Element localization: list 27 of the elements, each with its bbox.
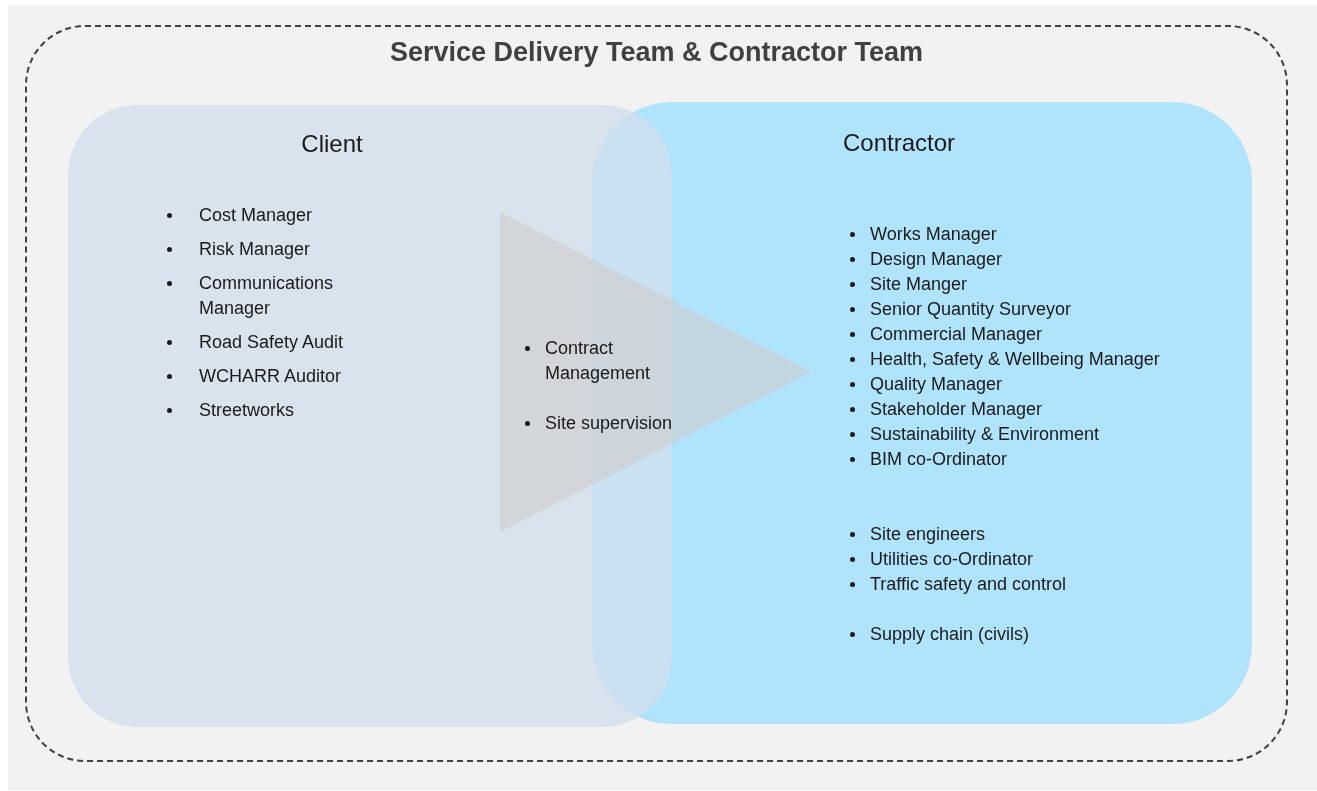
list-item: Road Safety Audit <box>199 331 344 354</box>
list-item: Utilities co-Ordinator <box>870 548 1034 571</box>
list-item: Cost Manager <box>199 204 313 227</box>
list-item: Quality Manager <box>870 373 1003 396</box>
list-item: Streetworks <box>199 399 295 422</box>
list-item: Contract Management <box>545 337 652 385</box>
list-item: Traffic safety and control <box>870 573 1067 596</box>
list-item: Site engineers <box>870 523 986 546</box>
list-item: WCHARR Auditor <box>199 365 342 388</box>
list-item: Site supervision <box>545 412 673 435</box>
list-item: Senior Quantity Surveyor <box>870 298 1072 321</box>
list-item: Site Manger <box>870 273 968 296</box>
list-item: Communications Manager <box>199 272 335 320</box>
list-item: Design Manager <box>870 248 1003 271</box>
list-item: BIM co-Ordinator <box>870 448 1008 471</box>
list-item: Sustainability & Environment <box>870 423 1100 446</box>
list-item: Health, Safety & Wellbeing Manager <box>870 348 1160 371</box>
group-heading: Contractor <box>843 129 955 157</box>
dashed-group-border <box>25 25 1288 762</box>
group-panel <box>68 105 672 727</box>
group-heading: Service Delivery Team & Contractor Team <box>388 37 925 68</box>
list-item: Commercial Manager <box>870 323 1043 346</box>
group-heading: Client <box>301 130 363 158</box>
list-item: Works Manager <box>870 223 997 246</box>
list-item: Risk Manager <box>199 238 311 261</box>
list-item: Supply chain (civils) <box>870 623 1030 646</box>
list-item: Stakeholder Manager <box>870 398 1043 421</box>
